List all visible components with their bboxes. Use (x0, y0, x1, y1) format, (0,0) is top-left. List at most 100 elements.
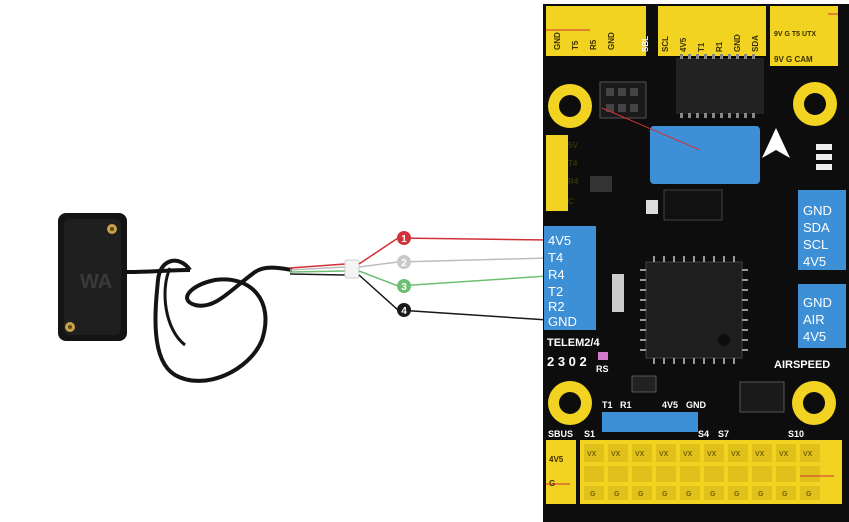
svg-text:G: G (806, 491, 812, 498)
svg-text:5V: 5V (568, 141, 578, 150)
svg-text:S7: S7 (718, 429, 729, 439)
telem-pin-4v5: 4V5 (548, 233, 571, 248)
svg-text:R4: R4 (568, 177, 579, 186)
telem-title: TELEM2/4 (547, 337, 600, 349)
svg-text:R5: R5 (589, 39, 598, 50)
logo-arrow (762, 128, 790, 158)
svg-text:G: G (782, 491, 788, 498)
svg-text:4: 4 (401, 306, 407, 317)
svg-text:G: G (686, 491, 692, 498)
svg-text:VX: VX (803, 451, 813, 458)
svg-text:GND: GND (553, 32, 562, 50)
airspeed-pin-air: AIR (803, 312, 825, 327)
blue-module (650, 126, 760, 184)
telem-pin-r4: R4 (548, 267, 565, 282)
top-header-right: 9V G T5 UTX 9V G CAM (770, 6, 838, 66)
svg-text:G: G (710, 491, 716, 498)
svg-text:T1: T1 (602, 400, 613, 410)
svg-text:VX: VX (707, 451, 717, 458)
flight-controller-board: GND T5 R5 GND SBL SCL 4V5 T1 R1 GND SDA … (543, 4, 849, 522)
svg-text:4V5: 4V5 (662, 400, 678, 410)
telem-pin-t4: T4 (548, 250, 563, 265)
svg-text:GND: GND (733, 34, 742, 52)
chip-top (676, 58, 764, 114)
servo-header: 4V5 G VX VX VX VX VX VX VX VX VX VX G G (546, 440, 842, 504)
svg-text:T1: T1 (697, 42, 706, 52)
svg-text:G: G (758, 491, 764, 498)
wire-marker-1: 1 (397, 231, 411, 245)
svg-text:G: G (590, 491, 596, 498)
svg-text:SBUS: SBUS (548, 429, 573, 439)
mounting-hole-bottom-left (548, 381, 592, 425)
top-header-left: GND T5 R5 GND SBL (546, 6, 650, 56)
telem-digits: 2 3 0 2 (547, 354, 587, 369)
svg-text:VX: VX (659, 451, 669, 458)
svg-text:4V5: 4V5 (679, 37, 688, 52)
telem-pin-t2: T2 (548, 284, 563, 299)
svg-text:VX: VX (779, 451, 789, 458)
svg-text:GND: GND (686, 400, 707, 410)
svg-text:SCL: SCL (661, 36, 670, 52)
svg-text:9V G T5 UTX: 9V G T5 UTX (774, 31, 816, 38)
wire-marker-2: 2 (397, 255, 411, 269)
cable-coil (153, 258, 293, 383)
sensor-chip (663, 189, 723, 221)
svg-text:3: 3 (401, 282, 407, 293)
i2c-pin-sda: SDA (803, 220, 830, 235)
svg-text:T5: T5 (571, 40, 580, 50)
rs-label: RS (596, 364, 609, 374)
i2c-pin-4v5: 4V5 (803, 254, 826, 269)
airspeed-connector: GND AIR 4V5 (798, 284, 846, 348)
top-header-mid: SCL 4V5 T1 R1 GND SDA (658, 6, 766, 56)
telem-connector: 4V5 T4 R4 T2 R2 GND (544, 226, 596, 330)
telem-pin-r2: R2 (548, 299, 565, 314)
svg-text:VX: VX (587, 451, 597, 458)
svg-text:VX: VX (611, 451, 621, 458)
wire-gray (358, 257, 549, 268)
i2c-connector: GND SDA SCL 4V5 (798, 190, 846, 270)
sensor-watermark: WA (80, 271, 112, 293)
airspeed-title: AIRSPEED (774, 359, 830, 371)
svg-text:S10: S10 (788, 429, 804, 439)
i2c-pin-gnd: GND (803, 203, 832, 218)
mounting-hole-bottom-right (792, 381, 836, 425)
telem-pin-gnd: GND (548, 314, 577, 329)
left-side-header: 5V T4 R4 C (546, 135, 579, 211)
svg-text:VX: VX (731, 451, 741, 458)
wire-connector (344, 259, 360, 279)
mounting-hole-top-left (548, 84, 592, 128)
svg-text:2: 2 (401, 258, 407, 269)
svg-text:9V G CAM: 9V G CAM (774, 55, 813, 64)
pin-header-small (599, 81, 647, 119)
svg-text:C: C (568, 197, 574, 206)
wire-bundle: 1 2 3 4 (289, 231, 549, 321)
blue-strip (602, 412, 698, 432)
svg-text:GND: GND (607, 32, 616, 50)
svg-text:G: G (638, 491, 644, 498)
airspeed-pin-gnd: GND (803, 295, 832, 310)
svg-text:VX: VX (683, 451, 693, 458)
i2c-pin-scl: SCL (803, 237, 828, 252)
svg-text:4V5: 4V5 (549, 455, 564, 464)
wire-marker-4: 4 (397, 303, 411, 317)
svg-text:VX: VX (635, 451, 645, 458)
svg-text:G: G (614, 491, 620, 498)
svg-text:R1: R1 (620, 400, 632, 410)
svg-text:G: G (734, 491, 740, 498)
sensor-module: WA (58, 213, 293, 383)
svg-text:SBL: SBL (641, 36, 650, 52)
pin-header-lower (739, 381, 785, 413)
wire-green (358, 270, 549, 287)
svg-text:G: G (662, 491, 668, 498)
wire-marker-3: 3 (397, 279, 411, 293)
svg-text:S4: S4 (698, 429, 709, 439)
svg-text:1: 1 (401, 234, 407, 245)
svg-text:T4: T4 (568, 159, 578, 168)
airspeed-pin-4v5: 4V5 (803, 329, 826, 344)
svg-text:R1: R1 (715, 41, 724, 52)
svg-text:SDA: SDA (751, 35, 760, 52)
mounting-hole-top-right (793, 82, 837, 126)
svg-text:VX: VX (755, 451, 765, 458)
svg-text:S1: S1 (584, 429, 595, 439)
